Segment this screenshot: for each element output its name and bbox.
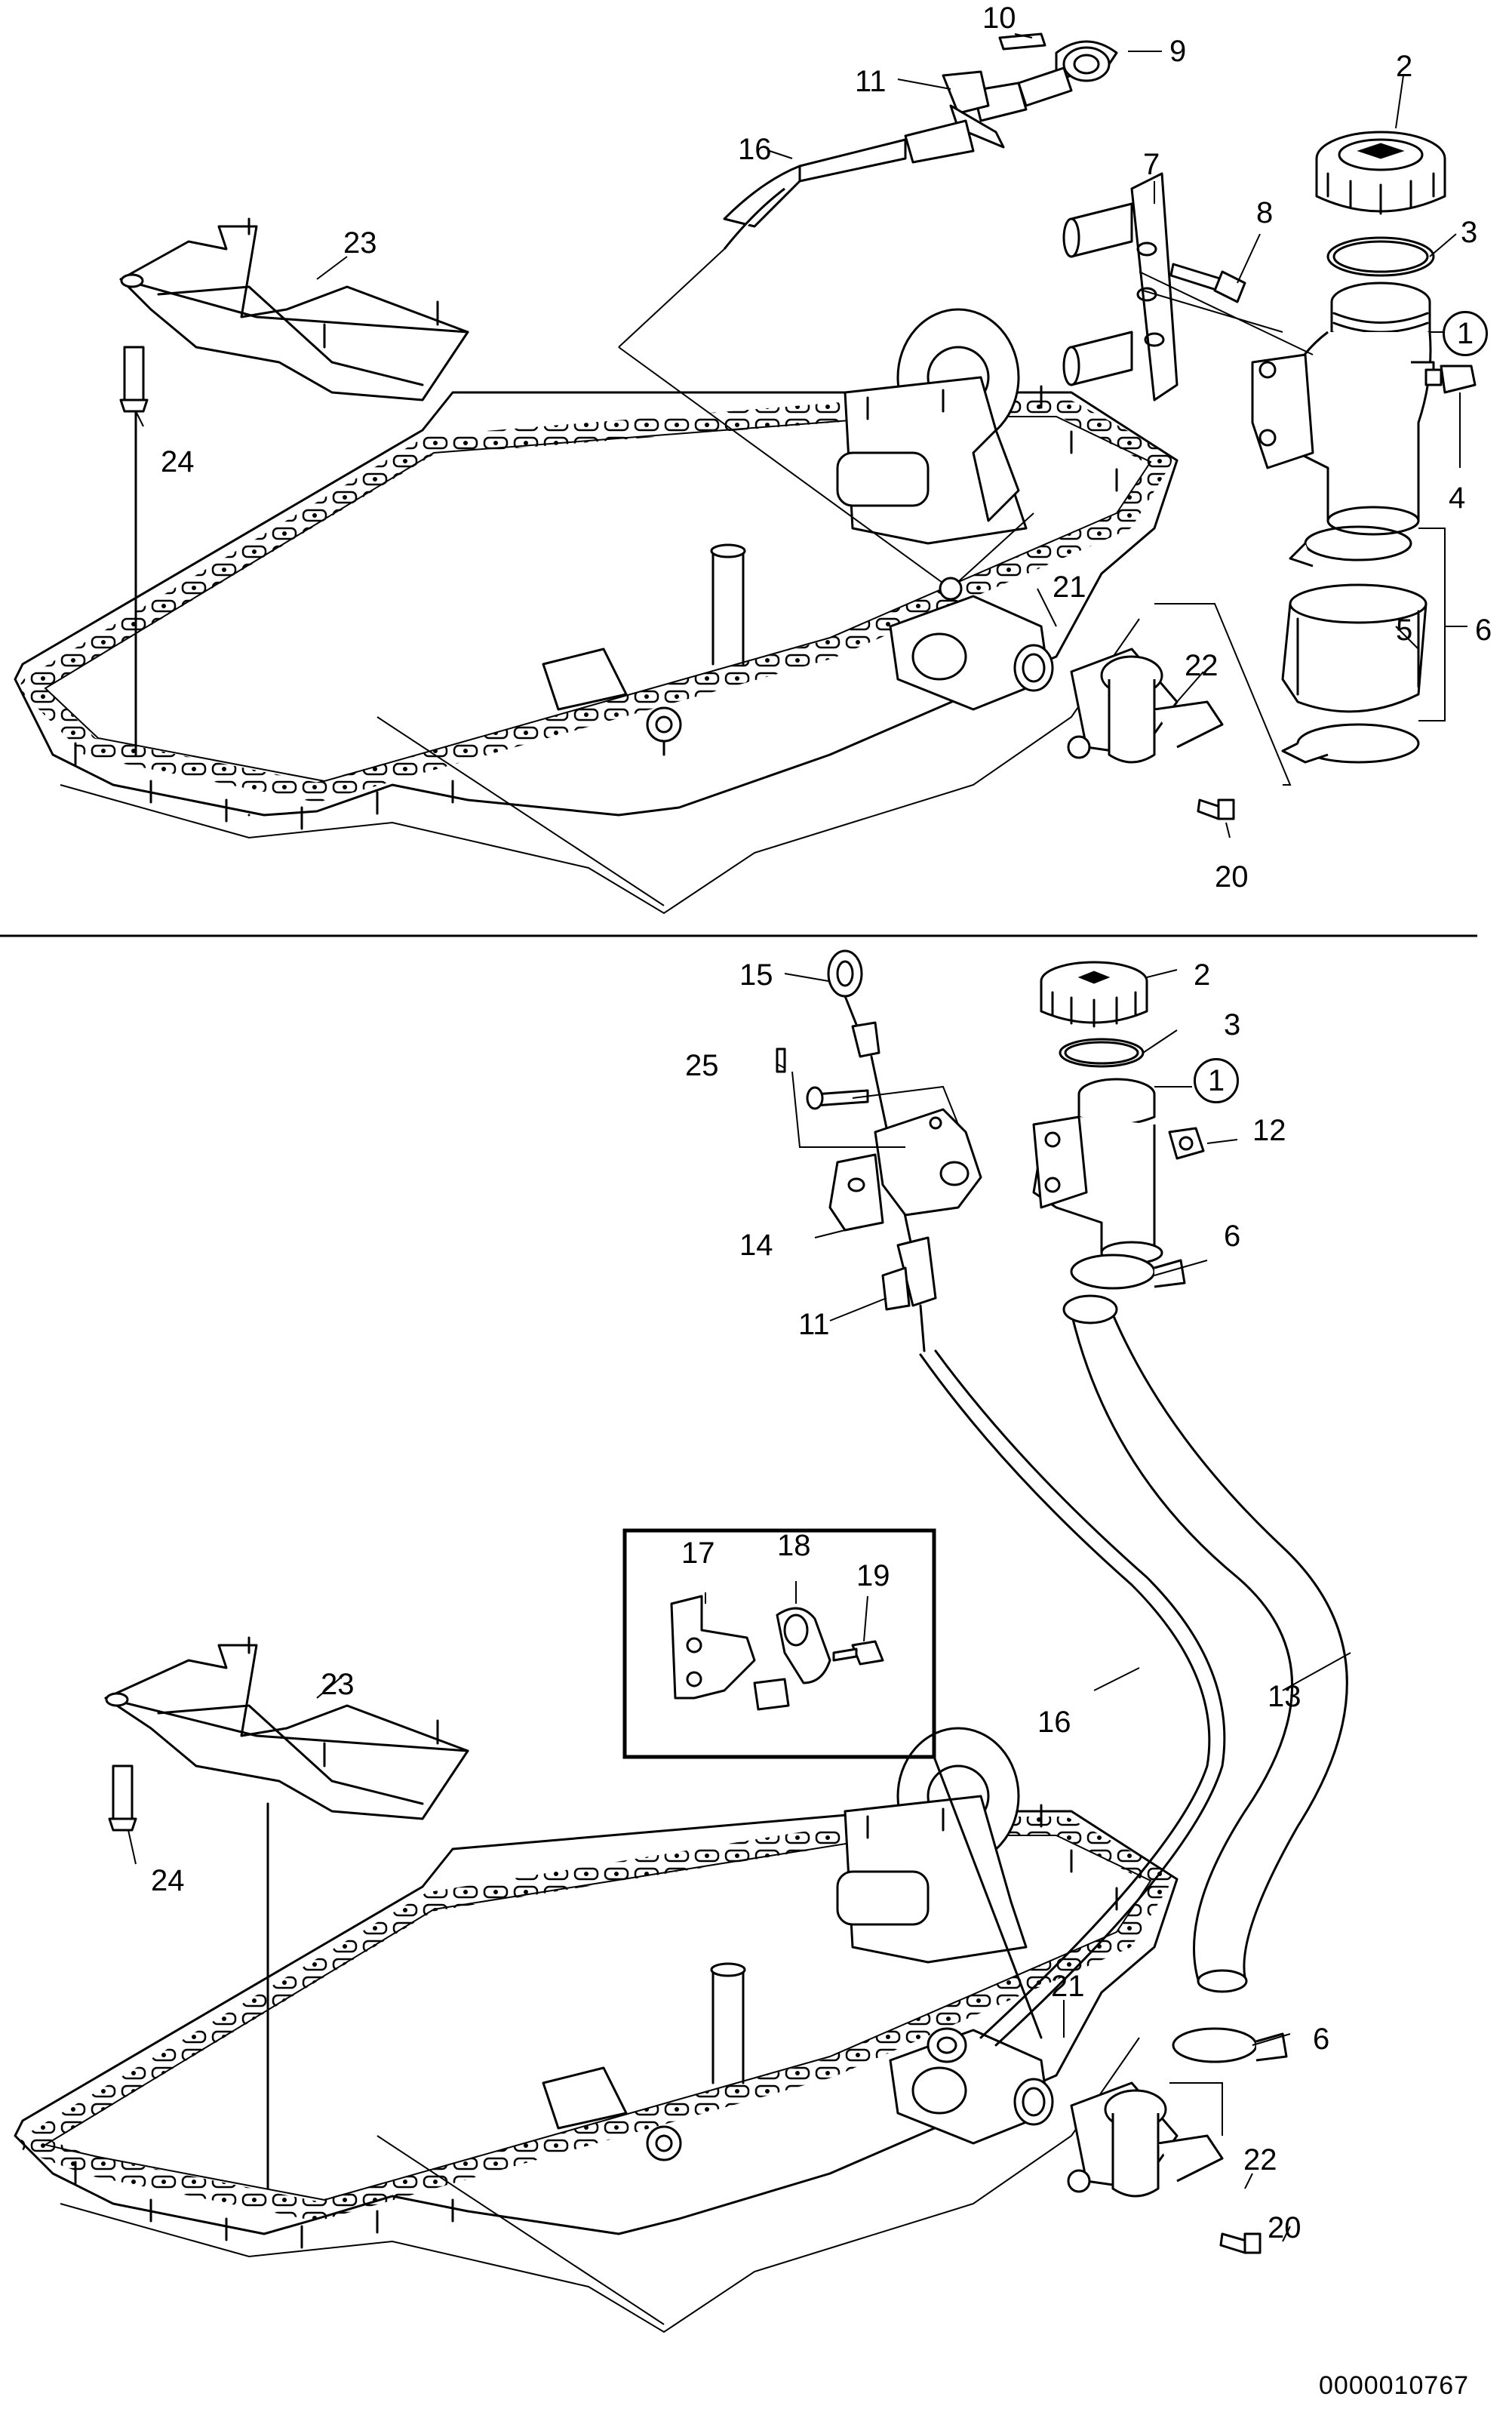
bracket-23-bottom — [104, 1636, 469, 2190]
callout-7: 7 — [1143, 148, 1160, 181]
callout-leaders-top — [316, 33, 1461, 703]
outlet-elbow-bottom — [889, 2029, 1262, 2254]
callout-11-b: 11 — [798, 1308, 830, 1341]
callout-24-b: 24 — [151, 1864, 185, 1897]
callout-1-b: 1 — [1207, 1064, 1225, 1097]
callout-23-b: 23 — [321, 1668, 355, 1701]
callout-10: 10 — [982, 2, 1016, 35]
outlet-elbow-top — [889, 595, 1224, 764]
callout-20: 20 — [1215, 860, 1249, 894]
callout-15: 15 — [739, 958, 773, 992]
callout-11: 11 — [855, 65, 887, 98]
callout-6: 6 — [1475, 614, 1492, 647]
callout-23: 23 — [343, 226, 377, 260]
callout-20-b: 20 — [1268, 2211, 1301, 2244]
callout-17: 17 — [681, 1537, 715, 1570]
callout-19: 19 — [856, 1559, 890, 1592]
callout-8: 8 — [1256, 196, 1274, 229]
callout-21-b: 21 — [1051, 1970, 1085, 2003]
dipstick-top — [618, 32, 1118, 601]
callout-22-b: 22 — [1243, 2143, 1277, 2177]
drawing-number: 0000010767 — [1319, 2371, 1470, 2400]
callout-25: 25 — [685, 1049, 719, 1082]
callout-2-b: 2 — [1194, 958, 1211, 992]
oil-pan-bottom — [14, 1727, 1179, 2333]
callout-3-b: 3 — [1224, 1008, 1241, 1041]
callout-6-b1: 6 — [1224, 1220, 1241, 1253]
callout-22: 22 — [1185, 649, 1219, 682]
callout-16-b: 16 — [1037, 1706, 1071, 1739]
top-view — [14, 32, 1477, 915]
callout-3: 3 — [1461, 216, 1478, 249]
bottom-view — [14, 949, 1351, 2333]
callout-4: 4 — [1449, 481, 1466, 515]
callout-5: 5 — [1396, 614, 1413, 647]
inset-box — [622, 1528, 1043, 2039]
callout-12: 12 — [1252, 1114, 1286, 1147]
dipstick-bottom — [776, 949, 1226, 2063]
callout-13: 13 — [1268, 1680, 1301, 1713]
callout-1: 1 — [1456, 317, 1474, 350]
callout-16: 16 — [738, 133, 772, 166]
filler-neck-bottom — [1032, 961, 1348, 2136]
callout-21: 21 — [1053, 571, 1086, 604]
oil-pan-top — [14, 308, 1179, 915]
filler-neck-top — [1062, 131, 1477, 838]
callout-1-b-circle: 1 — [1194, 1058, 1239, 1103]
callout-leaders-bottom — [128, 969, 1351, 2242]
callout-14: 14 — [739, 1229, 773, 1262]
callout-18: 18 — [777, 1529, 811, 1562]
callout-1-circle: 1 — [1443, 311, 1488, 356]
bracket-23-top — [119, 217, 469, 756]
callout-9: 9 — [1169, 35, 1187, 68]
callout-24: 24 — [161, 445, 195, 478]
callout-2: 2 — [1396, 50, 1413, 83]
callout-6-b2: 6 — [1313, 2023, 1330, 2056]
